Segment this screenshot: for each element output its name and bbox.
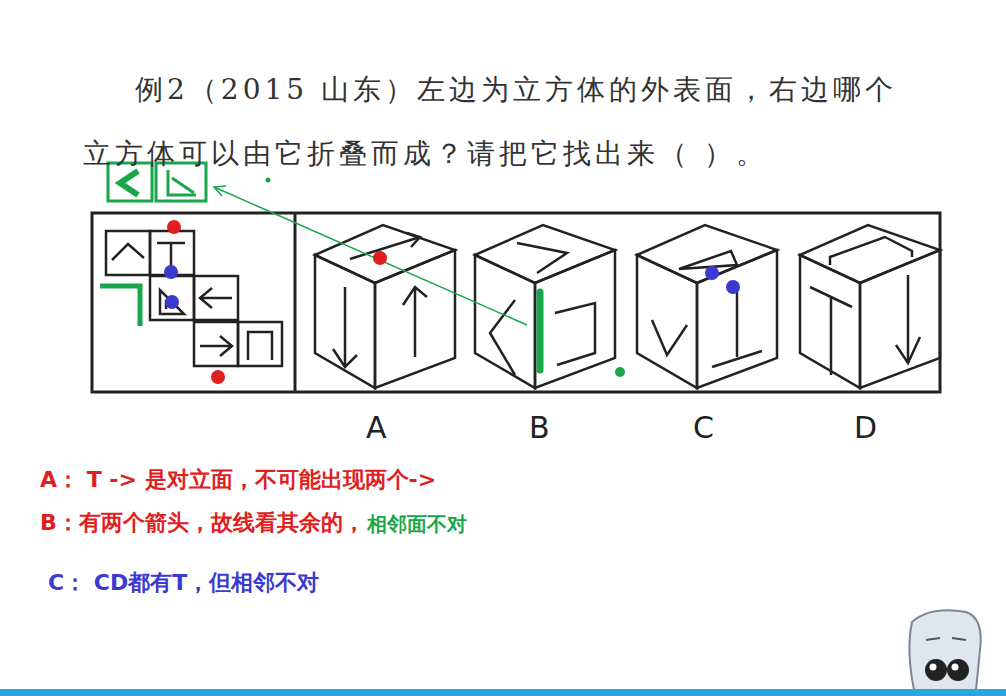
option-letter: A xyxy=(366,410,387,445)
option-letter: C xyxy=(693,410,714,445)
note-text: 相邻面不对 xyxy=(367,511,467,538)
option-letter: D xyxy=(854,410,877,445)
option-letter: B xyxy=(529,410,550,445)
note-text: B：有两个箭头，故线看其余的， xyxy=(40,508,365,538)
note-text: A： T -> 是对立面，不可能出现两个-> xyxy=(40,465,436,495)
question-text: 例2（2015 山东）左边为立方体的外表面，右边哪个立方体可以由它折叠而成？请把… xyxy=(83,58,913,186)
note-text: C： CD都有T，但相邻不对 xyxy=(48,568,319,598)
